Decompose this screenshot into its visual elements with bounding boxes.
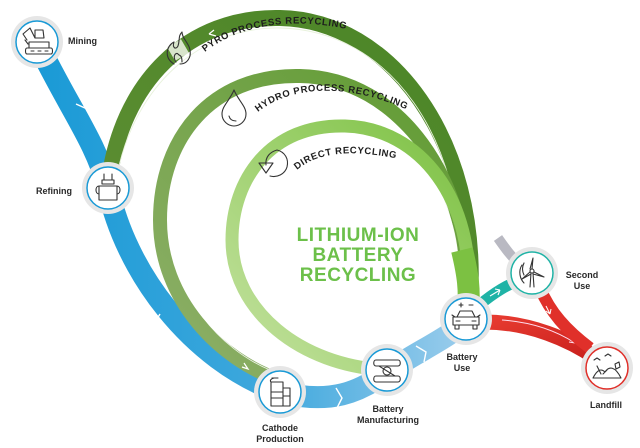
excavator-icon	[22, 27, 54, 55]
refining-label: Refining	[36, 186, 72, 196]
diagram-title-line-3: RECYCLING	[300, 265, 416, 286]
mining-label: Mining	[68, 36, 97, 46]
supply-chain-path	[27, 37, 476, 409]
direct-recycling-label: DIRECT RECYCLING	[292, 145, 398, 172]
pyro-flow-line	[116, 27, 461, 281]
flow-chevron	[75, 97, 96, 109]
electric-car-icon	[451, 302, 481, 330]
pyro-recycling-path	[100, 9, 479, 301]
battery-use-label-2: Use	[454, 363, 471, 373]
mining-node	[11, 16, 63, 68]
flow-arrow	[208, 29, 217, 37]
second-use-label-2: Use	[574, 281, 591, 291]
cathode-production-label-2: Production	[256, 434, 304, 444]
conveyor-belt-icon	[373, 359, 401, 383]
flow-arrow	[489, 288, 501, 297]
battery-manufacturing-label-1: Battery	[372, 404, 403, 414]
battery-manufacturing-node	[361, 344, 413, 396]
direct-recycling-path	[225, 119, 476, 377]
hydro-recycling-path	[152, 68, 476, 387]
refining-node	[82, 162, 134, 214]
battery-use-label-1: Battery	[446, 352, 477, 362]
water-drop-icon	[221, 89, 247, 127]
second-use-label-1: Second	[566, 270, 599, 280]
landfill-icon	[592, 353, 622, 379]
cathode-tanks-icon	[269, 377, 291, 407]
flow-arrow	[241, 362, 250, 371]
landfill-label: Landfill	[590, 400, 622, 410]
landfill-node	[581, 342, 633, 394]
battery-manufacturing-label-2: Manufacturing	[357, 415, 419, 425]
second-use-node	[506, 247, 558, 299]
cycle-arrow-icon	[258, 149, 289, 178]
battery-use-node	[440, 293, 492, 345]
flow-chevron	[335, 387, 343, 411]
flow-arrow	[479, 261, 489, 283]
flame-icon	[166, 31, 191, 65]
refining-crusher-icon	[95, 173, 121, 201]
diagram-title-line-2: BATTERY	[312, 245, 403, 266]
cathode-production-label-1: Cathode	[262, 423, 298, 433]
wind-turbine-icon	[519, 257, 545, 288]
cathode-production-node	[254, 366, 306, 418]
flow-arrow	[545, 305, 552, 315]
flow-chevron	[142, 313, 161, 331]
flow-chevron	[415, 345, 427, 363]
diagram-title-line-1: LITHIUM-ION	[297, 225, 420, 246]
